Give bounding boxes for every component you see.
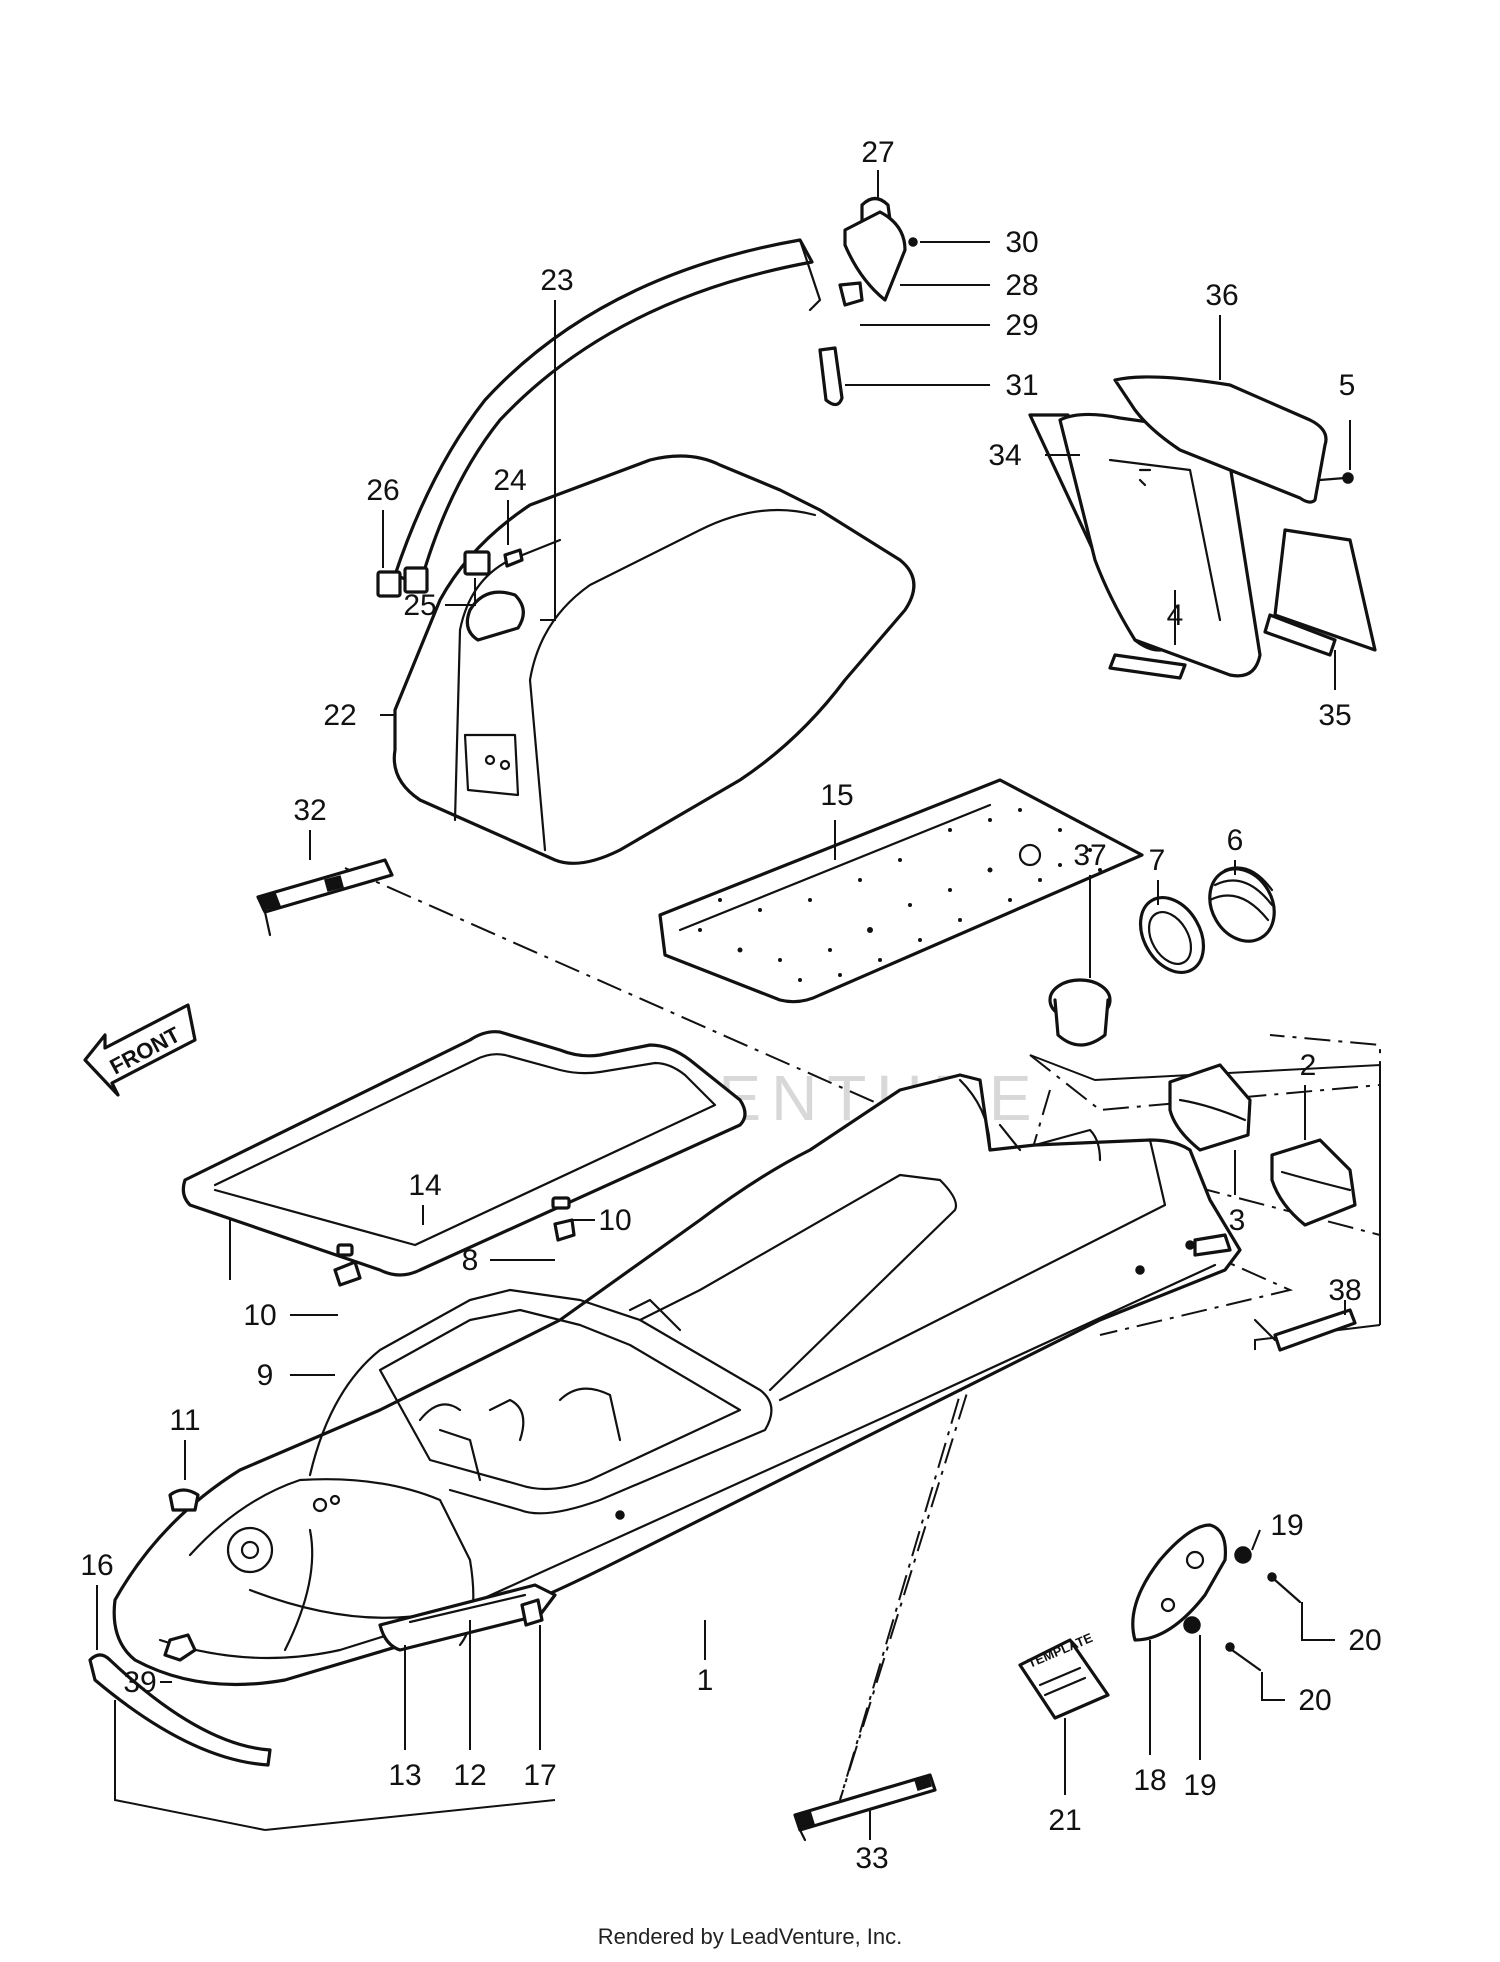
callout-2: 2: [1300, 1049, 1317, 1082]
intake-caps: [1168, 1063, 1357, 1227]
callout-21: 21: [1048, 1804, 1081, 1837]
callout-25: 25: [403, 589, 436, 622]
callout-10a: 10: [598, 1204, 631, 1237]
hull: [112, 1073, 1242, 1687]
callout-9: 9: [257, 1359, 274, 1392]
callout-37: 37: [1073, 839, 1106, 872]
hatch-panels: [1028, 375, 1377, 680]
callout-27: 27: [861, 136, 894, 169]
callout-10b: 10: [243, 1299, 276, 1332]
handle-hardware: [818, 196, 918, 407]
callout-numbers: 1 2 3 4 5 6 7 8 9 10 10 11 12 13 14 15 1…: [80, 136, 1381, 1875]
hatch-gasket: [181, 1030, 747, 1277]
engine-cover: [392, 454, 916, 865]
callout-8: 8: [462, 1244, 479, 1277]
callout-17: 17: [523, 1759, 556, 1792]
callout-20b: 20: [1298, 1684, 1331, 1717]
callout-39: 39: [123, 1666, 156, 1699]
brackets: [376, 548, 524, 598]
callout-33: 33: [855, 1842, 888, 1875]
callout-5: 5: [1339, 369, 1356, 402]
callout-28: 28: [1005, 269, 1038, 302]
callout-22: 22: [323, 699, 356, 732]
callout-24: 24: [493, 464, 526, 497]
callout-29: 29: [1005, 309, 1038, 342]
callout-12: 12: [453, 1759, 486, 1792]
callout-20a: 20: [1348, 1624, 1381, 1657]
small-parts: [88, 1196, 1232, 1767]
front-arrow: FRONT: [83, 1003, 197, 1097]
callout-4: 4: [1167, 599, 1184, 632]
callout-11: 11: [169, 1404, 200, 1437]
trim-strip-33: [793, 1773, 937, 1842]
callout-3: 3: [1229, 1204, 1246, 1237]
callout-32: 32: [293, 794, 326, 827]
callout-6: 6: [1227, 824, 1244, 857]
callout-26: 26: [366, 474, 399, 507]
footer-credit: Rendered by LeadVenture, Inc.: [597, 1924, 903, 1949]
callout-31: 31: [1005, 369, 1038, 402]
callout-35: 35: [1318, 699, 1351, 732]
callout-36: 36: [1205, 279, 1238, 312]
callout-30: 30: [1005, 226, 1038, 259]
handle-strap: [393, 238, 822, 587]
callout-14: 14: [408, 1169, 441, 1202]
template-sheet: TEMPLATE: [1018, 1630, 1110, 1720]
callout-23: 23: [540, 264, 573, 297]
callout-38: 38: [1328, 1274, 1361, 1307]
callout-34: 34: [988, 439, 1021, 472]
callout-7: 7: [1149, 844, 1166, 877]
callout-1: 1: [697, 1664, 714, 1697]
callout-19a: 19: [1270, 1509, 1303, 1542]
callout-15: 15: [820, 779, 853, 812]
trim-strip-32: [256, 858, 394, 937]
callout-16: 16: [80, 1549, 113, 1582]
floor-mat: [658, 778, 1144, 1004]
seal-and-boot: [1048, 866, 1276, 1047]
side-guard-hardware: [1131, 1523, 1302, 1672]
callout-19b: 19: [1183, 1769, 1216, 1802]
outline-lines: [114, 1054, 1381, 1831]
callout-13: 13: [388, 1759, 421, 1792]
callout-18: 18: [1133, 1764, 1166, 1797]
callout-leaders: [96, 170, 1351, 1840]
side-strip-38: [1253, 1308, 1357, 1352]
